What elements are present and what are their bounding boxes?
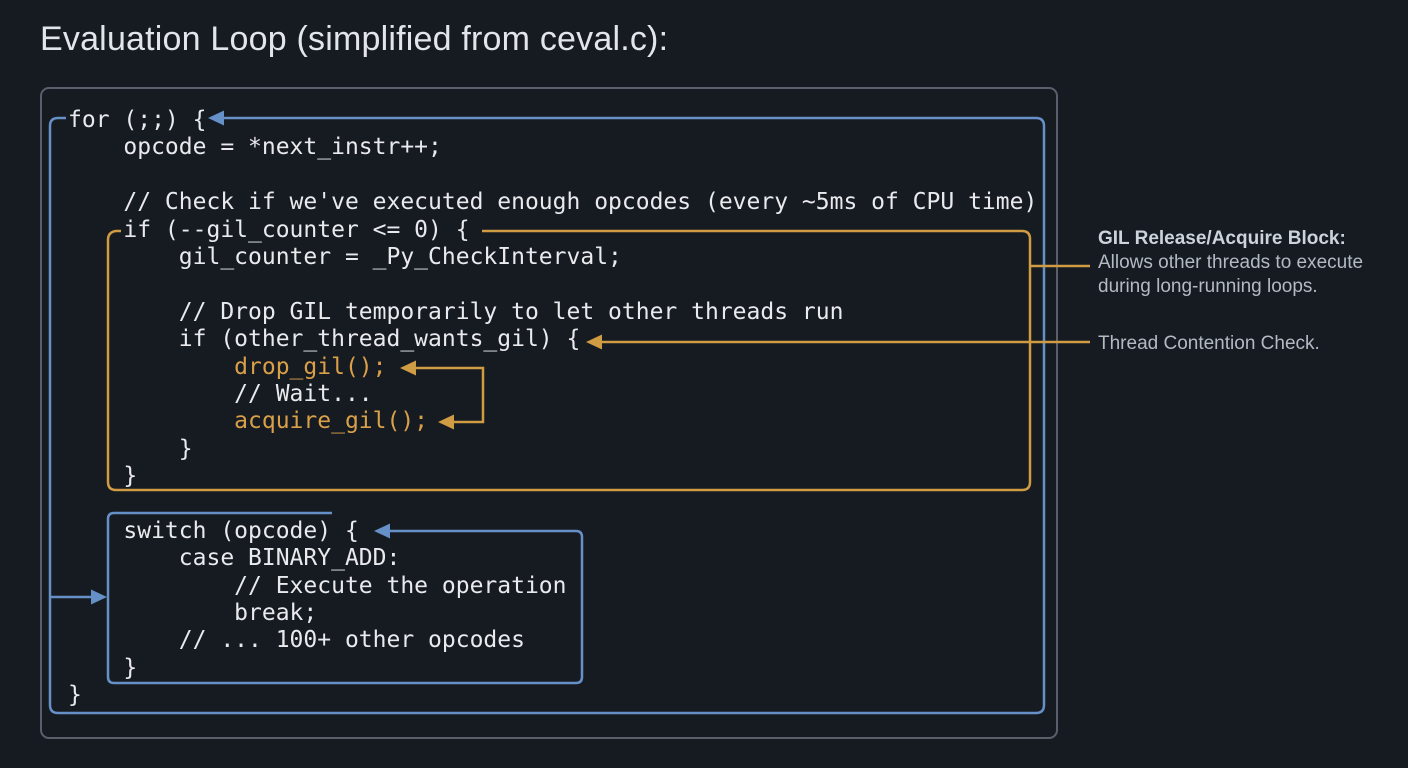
code-line: opcode = *next_instr++;	[68, 134, 442, 161]
code-line: // ... 100+ other opcodes	[68, 627, 525, 654]
annotation-thread-check: Thread Contention Check.	[1098, 332, 1320, 356]
code-line: if (--gil_counter <= 0) {	[68, 216, 470, 243]
annotation-gil-block-body-line: Allows other threads to execute	[1098, 252, 1364, 273]
code-line: }	[68, 682, 82, 709]
code-line: // Check if we've executed enough opcode…	[68, 189, 1038, 216]
code-line: // Wait...	[68, 380, 373, 407]
code-line: if (other_thread_wants_gil) {	[68, 326, 581, 353]
code-line	[68, 490, 1037, 517]
annotation-thread-check-label: Thread Contention Check.	[1098, 333, 1320, 354]
code-line: }	[68, 435, 193, 462]
page-title: Evaluation Loop (simplified from ceval.c…	[40, 20, 669, 58]
code-block: for (;;) { opcode = *next_instr++; // Ch…	[68, 107, 1037, 710]
code-line: }	[68, 463, 138, 490]
code-line: switch (opcode) {	[68, 517, 359, 544]
annotation-gil-block-body-line: during long-running loops.	[1098, 276, 1318, 297]
code-line	[68, 162, 1037, 189]
code-line	[68, 271, 1037, 298]
annotation-gil-block-title: GIL Release/Acquire Block:	[1098, 228, 1346, 249]
code-line: // Execute the operation	[68, 572, 567, 599]
code-line: for (;;) {	[68, 107, 207, 133]
code-line: drop_gil();	[68, 353, 387, 380]
code-line: break;	[68, 600, 318, 627]
code-line: case BINARY_ADD:	[68, 545, 401, 572]
code-line: // Drop GIL temporarily to let other thr…	[68, 298, 844, 325]
code-line: gil_counter = _Py_CheckInterval;	[68, 243, 622, 270]
code-line: acquire_gil();	[68, 408, 429, 435]
annotation-gil-block: GIL Release/Acquire Block: Allows other …	[1098, 227, 1363, 299]
code-line: }	[68, 654, 138, 681]
